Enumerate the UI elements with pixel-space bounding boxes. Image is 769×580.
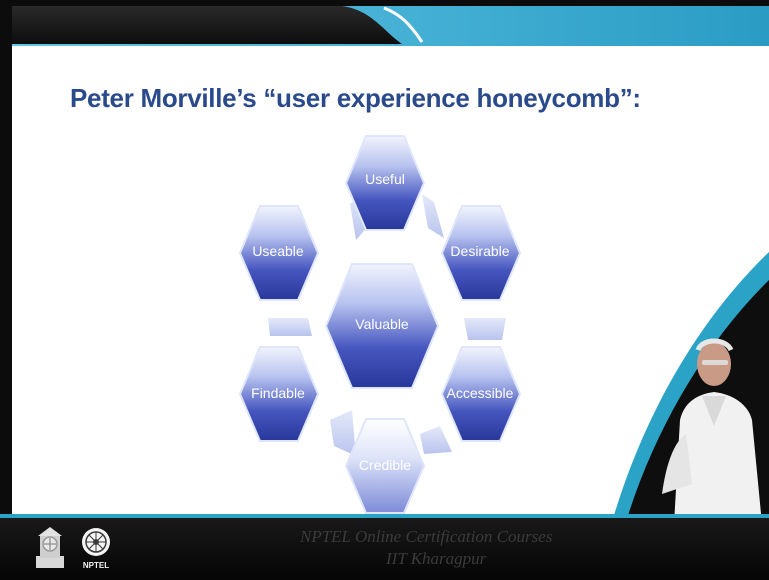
- slide: Peter Morville’s “user experience honeyc…: [12, 6, 769, 522]
- hex-valuable: Valuable: [324, 263, 440, 389]
- presenter-video: [662, 338, 762, 522]
- hex-label-desirable: Desirable: [450, 243, 509, 259]
- hex-label-valuable: Valuable: [355, 316, 409, 332]
- hex-accessible: Accessible: [440, 346, 522, 442]
- hex-useable: Useable: [238, 205, 320, 301]
- top-banner: [12, 6, 769, 46]
- hex-label-accessible: Accessible: [447, 385, 514, 401]
- footer-course-title: NPTEL Online Certification Courses: [300, 527, 553, 546]
- footer-bar: NPTEL NPTEL Online Certification Courses…: [0, 514, 769, 580]
- hex-useful: Useful: [344, 135, 426, 231]
- footer-accent-line: [0, 514, 769, 518]
- hex-desirable: Desirable: [440, 205, 522, 301]
- hex-label-credible: Credible: [359, 457, 411, 473]
- hex-label-useable: Useable: [252, 243, 304, 259]
- hex-credible: Credible: [344, 418, 426, 514]
- footer-institute: IIT Kharagpur: [386, 549, 487, 568]
- hex-findable: Findable: [238, 346, 320, 442]
- hex-label-findable: Findable: [251, 385, 305, 401]
- hex-label-useful: Useful: [365, 171, 405, 187]
- nptel-logo-caption: NPTEL: [83, 561, 109, 570]
- iit-kharagpur-logo-icon: [36, 527, 64, 568]
- slide-title: Peter Morville’s “user experience honeyc…: [70, 83, 641, 113]
- honeycomb-diagram: Useful Useable Desirable Valuable Findab…: [238, 135, 522, 514]
- nptel-logo-icon: NPTEL: [82, 528, 110, 570]
